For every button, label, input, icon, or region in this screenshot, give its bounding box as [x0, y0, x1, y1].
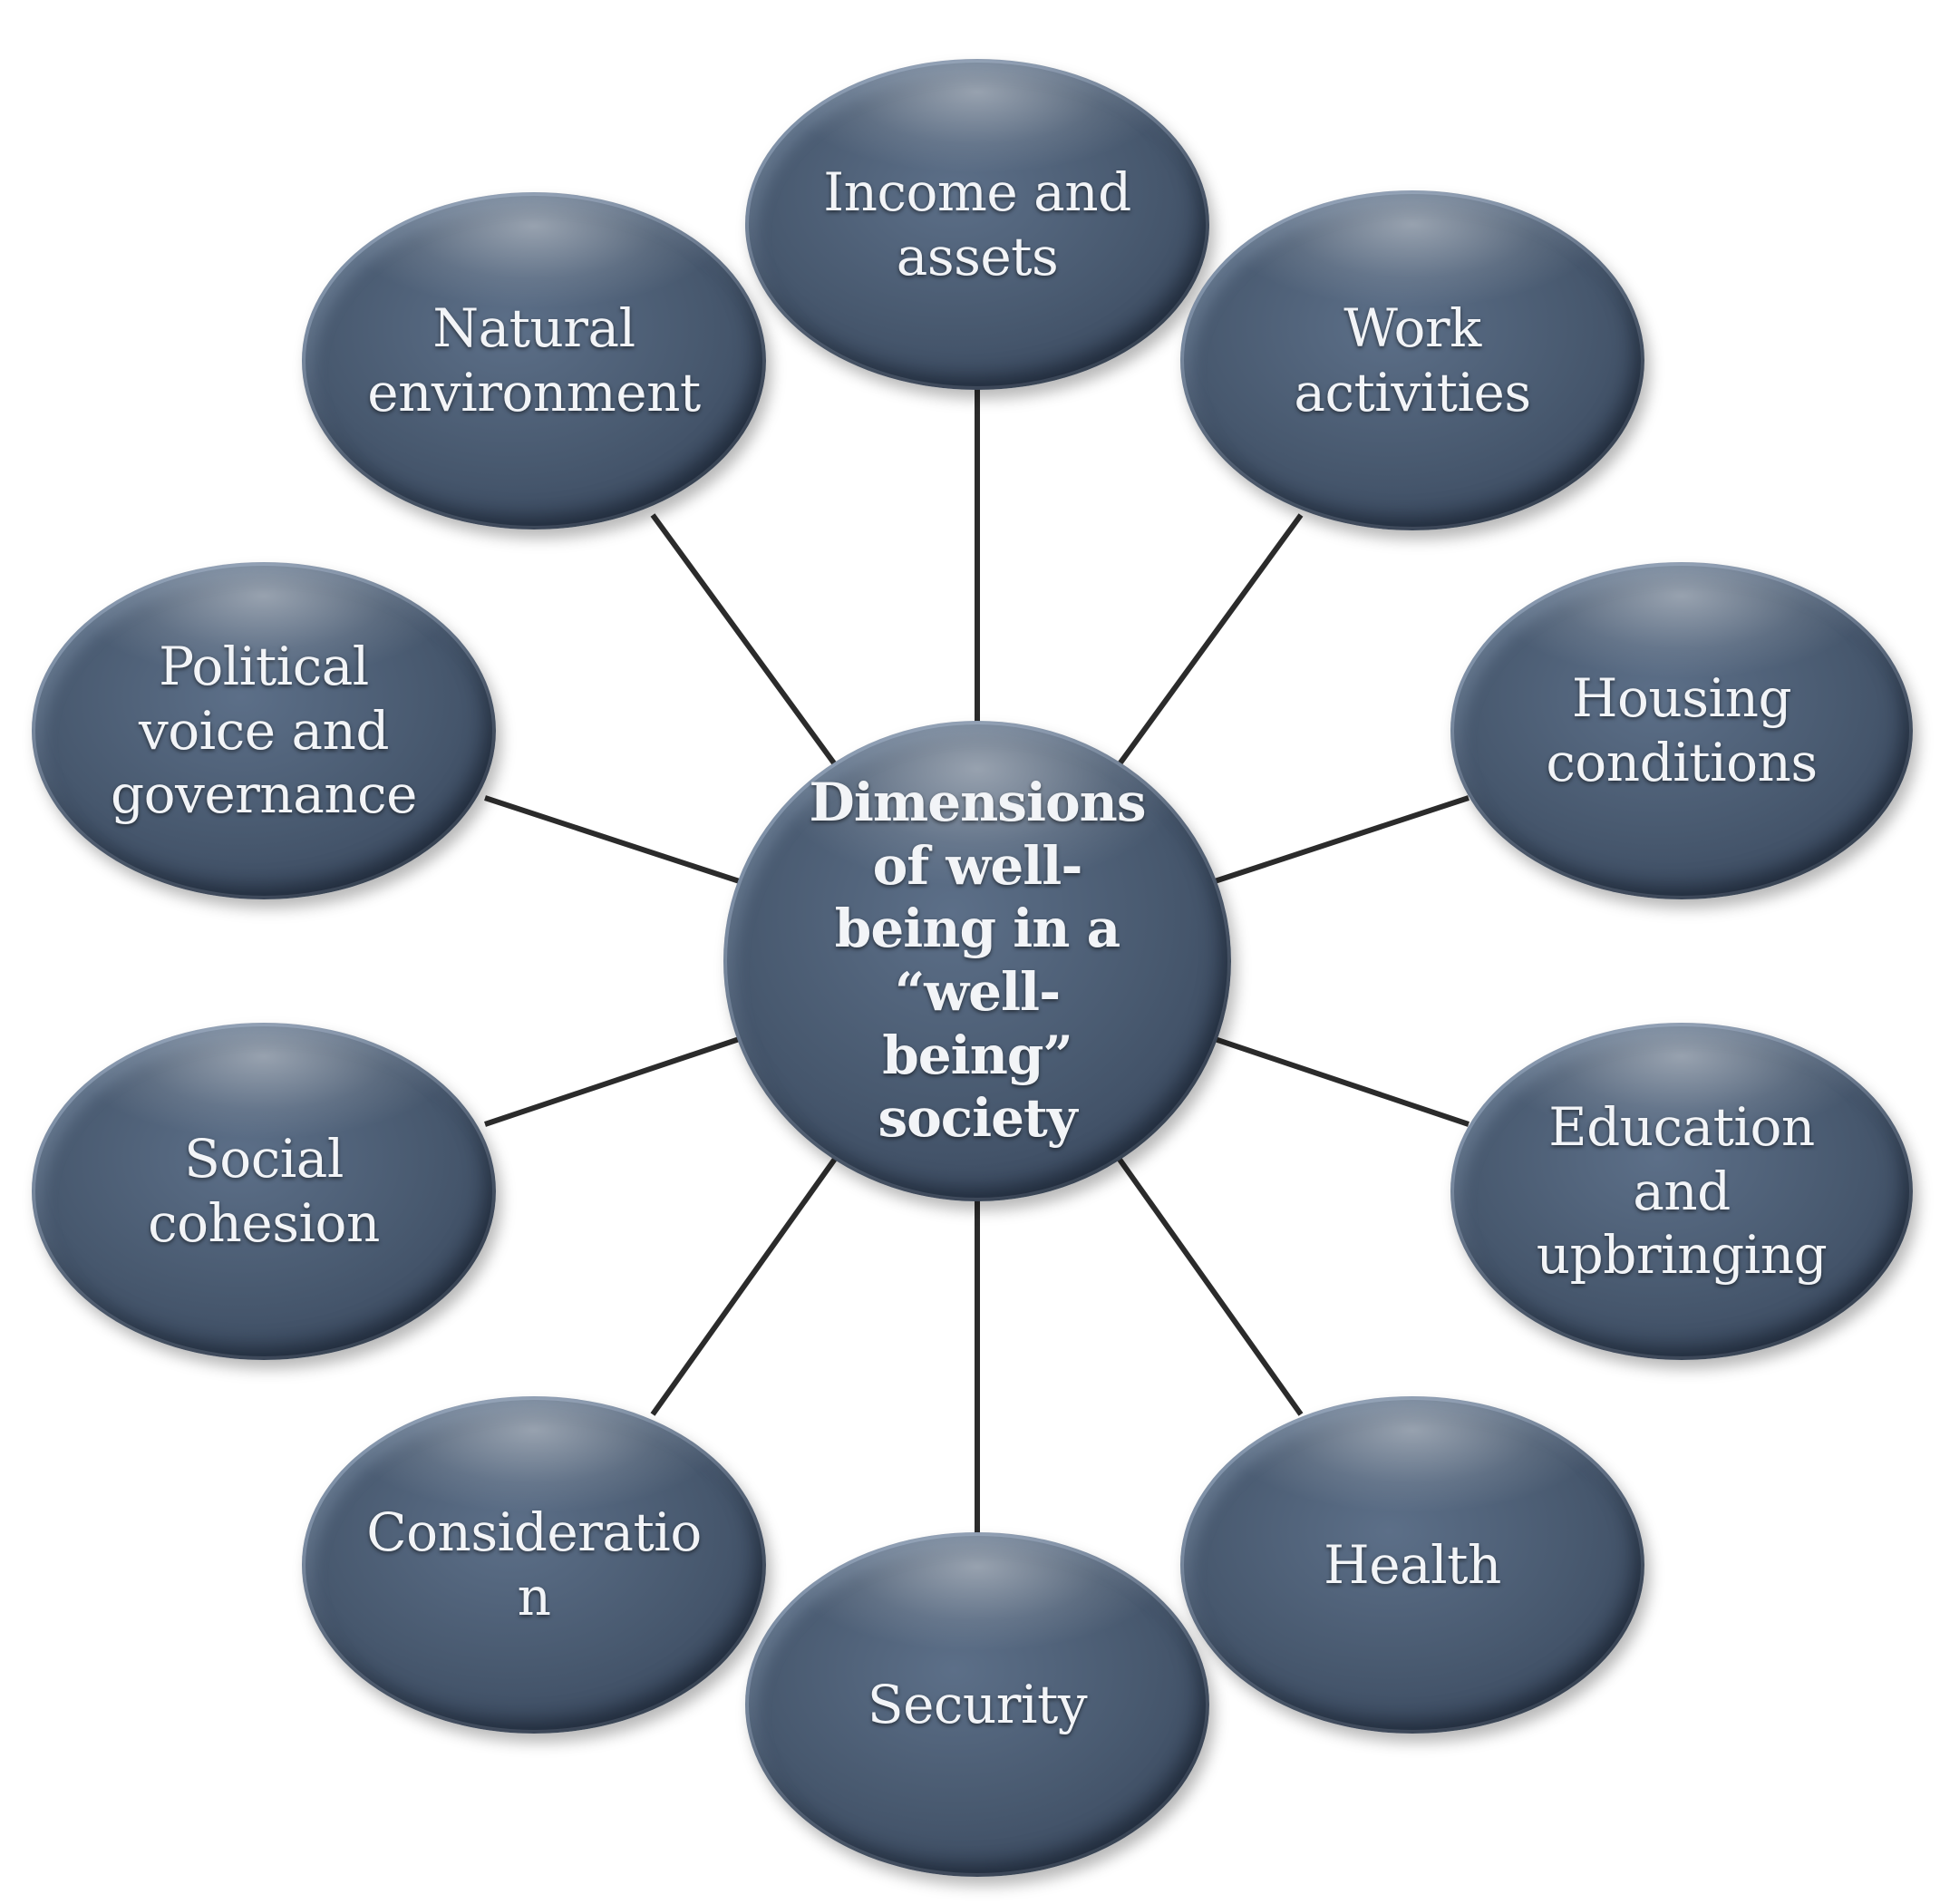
- node-social-label: Social cohesion: [148, 1128, 380, 1254]
- node-political-label: Political voice and governance: [111, 635, 417, 826]
- node-housing-label: Housing conditions: [1546, 667, 1818, 793]
- node-income: Income and assets: [745, 59, 1209, 390]
- node-education-label: Education and upbringing: [1536, 1095, 1828, 1287]
- node-consideration: Consideratio n: [302, 1396, 766, 1734]
- node-health-label: Health: [1324, 1533, 1501, 1596]
- node-health: Health: [1180, 1396, 1644, 1734]
- node-natural-label: Natural environment: [367, 297, 701, 423]
- node-education: Education and upbringing: [1450, 1023, 1913, 1360]
- center-node: Dimensions of well- being in a “well- be…: [723, 721, 1231, 1201]
- node-housing: Housing conditions: [1450, 562, 1913, 899]
- center-node-label: Dimensions of well- being in a “well- be…: [809, 772, 1147, 1150]
- node-income-label: Income and assets: [823, 160, 1131, 287]
- node-security-label: Security: [867, 1673, 1088, 1735]
- node-natural: Natural environment: [302, 192, 766, 529]
- node-security: Security: [745, 1532, 1209, 1877]
- node-work: Work activities: [1180, 190, 1644, 530]
- node-work-label: Work activities: [1294, 296, 1531, 423]
- node-consideration-label: Consideratio n: [366, 1501, 702, 1627]
- node-political: Political voice and governance: [32, 562, 496, 899]
- node-social: Social cohesion: [32, 1023, 496, 1360]
